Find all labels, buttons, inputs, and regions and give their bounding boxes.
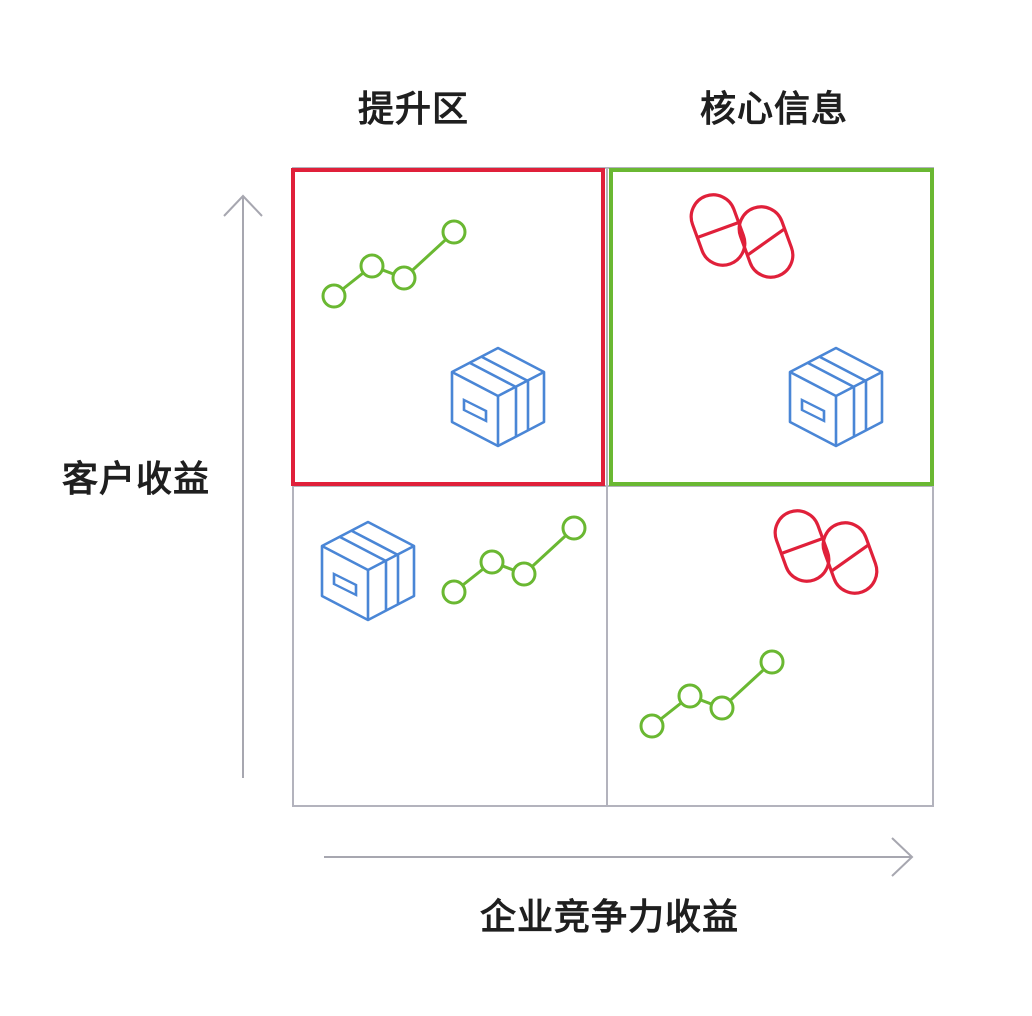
trend-line-icon — [321, 219, 467, 309]
capsule-pair-icon — [767, 503, 885, 601]
box-icon — [320, 520, 416, 622]
trend-line-icon — [441, 515, 587, 605]
highlight-frame-top-right — [609, 168, 934, 486]
x-axis-label: 企业竞争力收益 — [480, 897, 740, 938]
quadrant-title-top-right: 核心信息 — [700, 89, 849, 130]
highlight-frame-top-left — [291, 168, 605, 486]
trend-line-icon — [639, 649, 785, 739]
y-axis-arrow — [223, 194, 263, 778]
quadrant-title-top-left: 提升区 — [358, 89, 470, 130]
x-axis-arrow — [324, 837, 914, 877]
box-icon — [450, 346, 546, 448]
y-axis-label: 客户收益 — [62, 459, 211, 500]
box-icon — [788, 346, 884, 448]
capsule-pair-icon — [683, 187, 801, 285]
